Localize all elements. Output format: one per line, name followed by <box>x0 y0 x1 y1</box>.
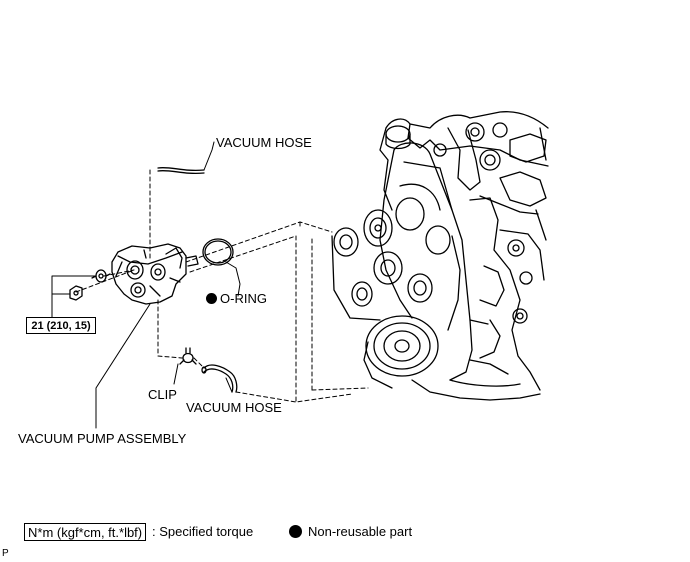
o-ring-label: O-RING <box>206 291 267 306</box>
engine-drawing <box>331 111 549 401</box>
vacuum-hose-bottom-drawing <box>201 364 238 393</box>
vacuum-pump-assembly-label: VACUUM PUMP ASSEMBLY <box>18 431 187 446</box>
vacuum-hose-top-label: VACUUM HOSE <box>216 135 312 150</box>
corner-mark: P <box>2 548 9 559</box>
vacuum-hose-bottom-label: VACUUM HOSE <box>186 400 282 415</box>
legend-torque-description: : Specified torque <box>152 524 254 539</box>
legend-dot-icon <box>289 525 302 538</box>
assembly-dashed-lines <box>75 169 369 403</box>
non-reusable-dot-icon <box>206 293 217 304</box>
legend-torque-unit-box: N*m (kgf*cm, ft.*lbf) <box>24 523 147 541</box>
legend-non-reusable: Non-reusable part <box>289 523 412 540</box>
torque-value-box: 21 (210, 15) <box>26 317 96 334</box>
vacuum-hose-top-drawing <box>157 166 205 175</box>
legend-non-reusable-text: Non-reusable part <box>308 524 413 539</box>
nut-lower-drawing <box>69 285 83 301</box>
vacuum-pump-drawing <box>111 243 199 305</box>
o-ring-text: O-RING <box>220 291 267 306</box>
o-ring-drawing <box>202 238 234 266</box>
clip-label: CLIP <box>148 387 177 402</box>
clip-drawing <box>179 347 197 365</box>
leader-lines <box>51 141 241 429</box>
